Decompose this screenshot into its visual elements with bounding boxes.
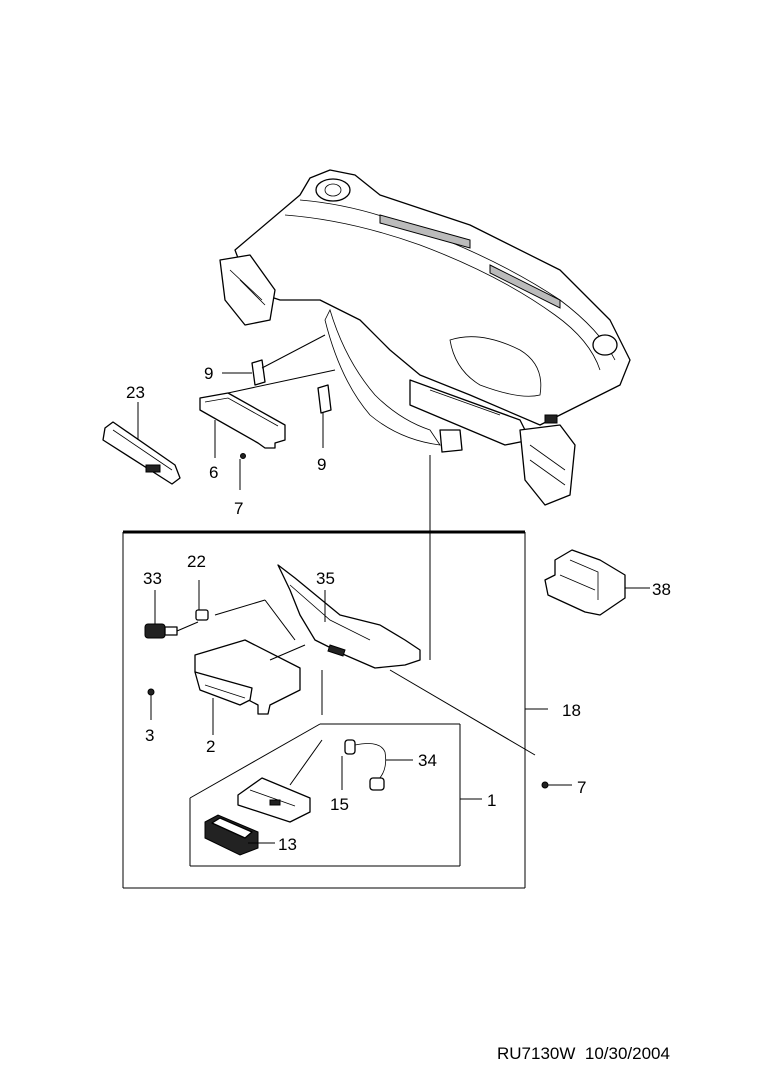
label-38: 38: [652, 580, 671, 599]
label-7-lower: 7: [577, 778, 586, 797]
label-35: 35: [316, 569, 335, 588]
label-6: 6: [209, 463, 218, 482]
label-2: 2: [206, 737, 215, 756]
drawing-code: RU7130W: [497, 1044, 576, 1063]
part-7-screw-lower: [541, 781, 572, 789]
label-7-upper: 7: [234, 499, 243, 518]
kit-box: [122, 530, 548, 889]
part-38-bracket: [544, 549, 650, 616]
label-9-lower: 9: [317, 455, 326, 474]
part-13-tray: [204, 814, 275, 856]
part-3-screw: [147, 688, 155, 720]
label-13: 13: [278, 835, 297, 854]
part-7-screw-upper: [239, 453, 246, 490]
part-23-cover: [102, 402, 181, 485]
inner-kit-box: [189, 723, 482, 867]
part-2-ashtray-housing: [194, 639, 306, 735]
label-34: 34: [418, 751, 437, 770]
label-15: 15: [330, 795, 349, 814]
part-9-upper-clip: [222, 334, 326, 386]
label-22: 22: [187, 552, 206, 571]
part-9-lower-clip: [317, 384, 332, 448]
part-22-socket: [195, 580, 209, 621]
drawing-footer: RU7130W 10/30/2004: [497, 1044, 670, 1064]
part-35-trim-panel: [214, 564, 421, 669]
part-1-ashtray-insert: [237, 739, 323, 823]
label-9-upper: 9: [204, 364, 213, 383]
label-23: 23: [126, 383, 145, 402]
label-1: 1: [487, 791, 496, 810]
label-3: 3: [145, 726, 154, 745]
label-33: 33: [143, 569, 162, 588]
drawing-date: 10/30/2004: [584, 1044, 670, 1063]
dashboard-panel: [219, 169, 631, 506]
part-labels: 9 23 9 6 7 22 33 35 38 18 3 2 34 7 1 15 …: [126, 364, 671, 854]
part-6-pocket: [199, 369, 336, 458]
part-15-bulb: [341, 739, 356, 790]
part-34-wire-harness: [354, 743, 413, 791]
part-33-lighter: [144, 590, 199, 639]
label-18: 18: [562, 701, 581, 720]
